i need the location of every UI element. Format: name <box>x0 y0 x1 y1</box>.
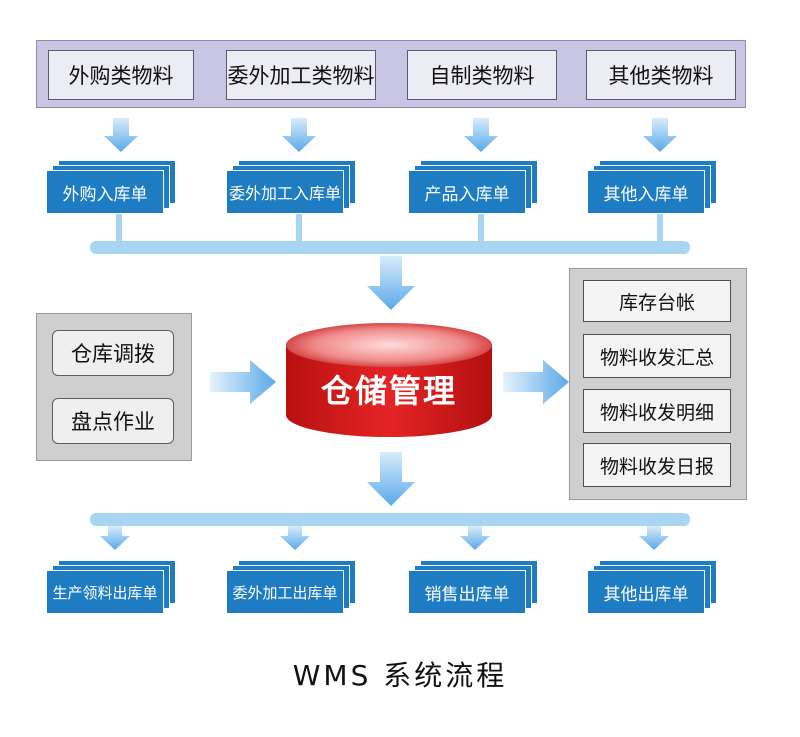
inbound-collector-bar <box>90 241 690 254</box>
arrow-down-to-center <box>367 256 415 310</box>
arrow-down-inbound-4 <box>643 118 677 152</box>
material-other: 其他类物料 <box>586 50 736 100</box>
arrow-down-outbound-1 <box>100 526 130 550</box>
report-stock-ledger: 库存台帐 <box>583 280 731 322</box>
report-detail: 物料收发明细 <box>583 389 731 433</box>
operation-stocktake: 盘点作业 <box>52 398 174 444</box>
outbound-doc-outsourced-label: 委外加工出库单 <box>226 570 344 614</box>
diagram-title: WMS 系统流程 <box>292 659 508 692</box>
arrow-down-from-center <box>367 452 415 506</box>
arrow-down-outbound-2 <box>280 526 310 550</box>
arrow-down-inbound-1 <box>104 118 138 152</box>
material-outsourced: 委外加工类物料 <box>226 50 376 100</box>
center-label: 仓储管理 <box>320 372 457 410</box>
outbound-doc-production-label: 生产领料出库单 <box>46 570 164 614</box>
inbound-doc-purchase-label: 外购入库单 <box>46 170 164 214</box>
outbound-doc-other-label: 其他出库单 <box>587 570 705 614</box>
arrow-down-outbound-3 <box>460 526 490 550</box>
outbound-distributor-bar <box>90 513 690 526</box>
outbound-doc-sales-label: 销售出库单 <box>408 570 526 614</box>
material-self-made: 自制类物料 <box>407 50 557 100</box>
report-daily: 物料收发日报 <box>583 443 731 487</box>
arrow-down-outbound-4 <box>639 526 669 550</box>
arrow-down-inbound-2 <box>282 118 316 152</box>
arrow-right-to-reports <box>503 360 569 404</box>
inbound-doc-other-label: 其他入库单 <box>587 170 705 214</box>
operation-transfer: 仓库调拨 <box>52 330 174 376</box>
material-purchased: 外购类物料 <box>48 50 194 100</box>
arrow-right-to-center <box>210 360 276 404</box>
inbound-doc-outsourced-label: 委外加工入库单 <box>226 170 344 214</box>
inbound-doc-product-label: 产品入库单 <box>408 170 526 214</box>
arrow-down-inbound-3 <box>464 118 498 152</box>
warehouse-cylinder <box>286 323 492 437</box>
report-summary: 物料收发汇总 <box>583 334 731 378</box>
